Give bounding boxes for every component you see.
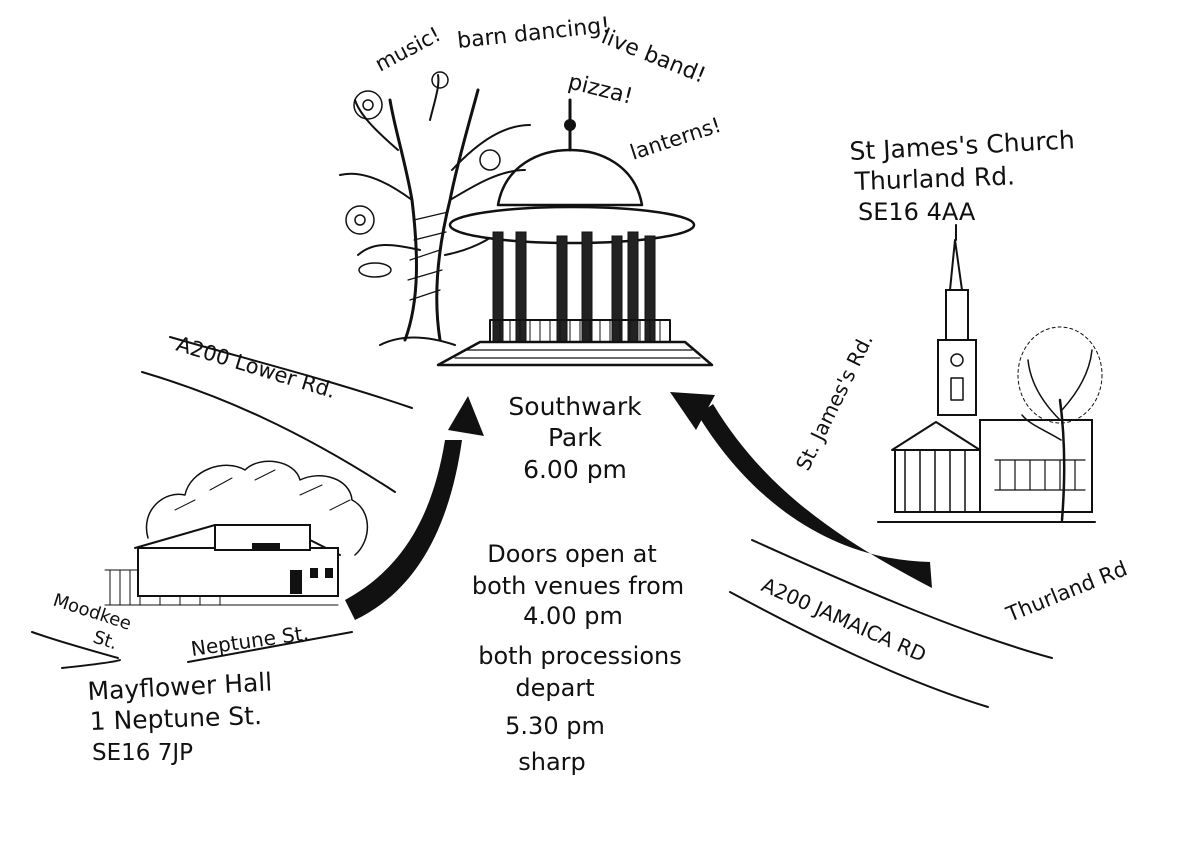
road-label-neptune-st: Neptune St. <box>189 621 310 661</box>
destination-name-line2: Park <box>548 423 603 452</box>
info-proc-line4: sharp <box>518 748 586 776</box>
church-icon <box>877 224 1103 523</box>
info-doors-line1: Doors open at <box>487 540 657 568</box>
destination-name-line1: Southwark <box>508 392 642 421</box>
hall-postcode: SE16 7JP <box>92 740 193 766</box>
hall-icon <box>104 460 369 606</box>
hall-name: Mayflower Hall <box>87 667 273 706</box>
arrow-icon <box>670 392 932 588</box>
info-doors-line3: 4.00 pm <box>523 602 623 630</box>
church-street: Thurland Rd. <box>853 161 1015 196</box>
info-proc-line1: both processions <box>478 642 681 670</box>
arrow-icon <box>345 396 484 620</box>
road-label-moodkee-line1: Moodkee <box>50 590 133 635</box>
info-proc-line3: 5.30 pm <box>505 712 605 740</box>
info-doors-line2: both venues from <box>472 572 684 600</box>
info-proc-line2: depart <box>515 674 594 702</box>
activity-pizza: pizza! <box>566 70 636 110</box>
road-label-thurland-rd: Thurland Rd <box>1002 556 1131 627</box>
road-label-lower-rd: A200 Lower Rd. <box>174 332 339 403</box>
activity-lanterns: lanterns! <box>627 113 724 165</box>
road-moodkee-st <box>31 631 121 669</box>
road-neptune-st <box>187 631 353 663</box>
activity-live-band: live band! <box>598 24 709 88</box>
destination-time: 6.00 pm <box>523 455 627 484</box>
tree-icon <box>339 71 531 346</box>
road-label-st-james-rd: St. James's Rd. <box>791 330 878 474</box>
activity-barn-dancing: barn dancing! <box>456 13 611 54</box>
road-lower-rd <box>141 336 413 493</box>
church-postcode: SE16 4AA <box>858 198 976 226</box>
activity-music: music! <box>371 22 445 76</box>
church-name: St James's Church <box>849 125 1076 166</box>
road-jamaica-rd <box>729 539 1053 708</box>
bandstand-icon <box>436 98 714 367</box>
hall-street: 1 Neptune St. <box>89 701 262 736</box>
